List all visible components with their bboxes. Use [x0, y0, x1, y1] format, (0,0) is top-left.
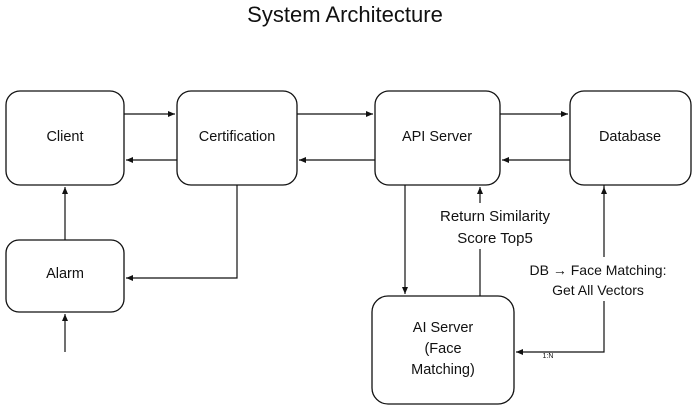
- edge-database-to-ai-server: [516, 185, 605, 355]
- client-node: Client: [5, 90, 125, 186]
- ai-server-node: AI Server (Face Matching): [371, 295, 515, 405]
- return-similarity-label-line2: Score Top5: [457, 230, 533, 247]
- db-face-matching-label-bg: [514, 257, 684, 301]
- alarm-node: Alarm: [5, 239, 125, 313]
- ai-server-label-line3: Matching): [411, 362, 475, 378]
- ai-server-label-line1: AI Server: [413, 320, 474, 336]
- return-similarity-label-bg: [424, 203, 564, 249]
- ai-server-label-line2: (Face: [424, 341, 461, 357]
- alarm-label: Alarm: [46, 266, 84, 282]
- edge-certification-to-alarm: [126, 185, 238, 281]
- client-label: Client: [46, 129, 83, 145]
- certification-label: Certification: [199, 129, 276, 145]
- db-face-matching-label-line1: DB → Face Matching:: [530, 262, 667, 278]
- database-node: Database: [569, 90, 692, 186]
- api-server-label: API Server: [402, 129, 472, 145]
- diagram-title: System Architecture: [247, 2, 443, 27]
- certification-node: Certification: [176, 90, 298, 186]
- database-label: Database: [599, 129, 661, 145]
- db-face-matching-label-line2: Get All Vectors: [552, 282, 644, 298]
- api-server-node: API Server: [374, 90, 501, 186]
- cardinality-label: 1:N: [543, 353, 554, 360]
- return-similarity-label-line1: Return Similarity: [440, 208, 551, 225]
